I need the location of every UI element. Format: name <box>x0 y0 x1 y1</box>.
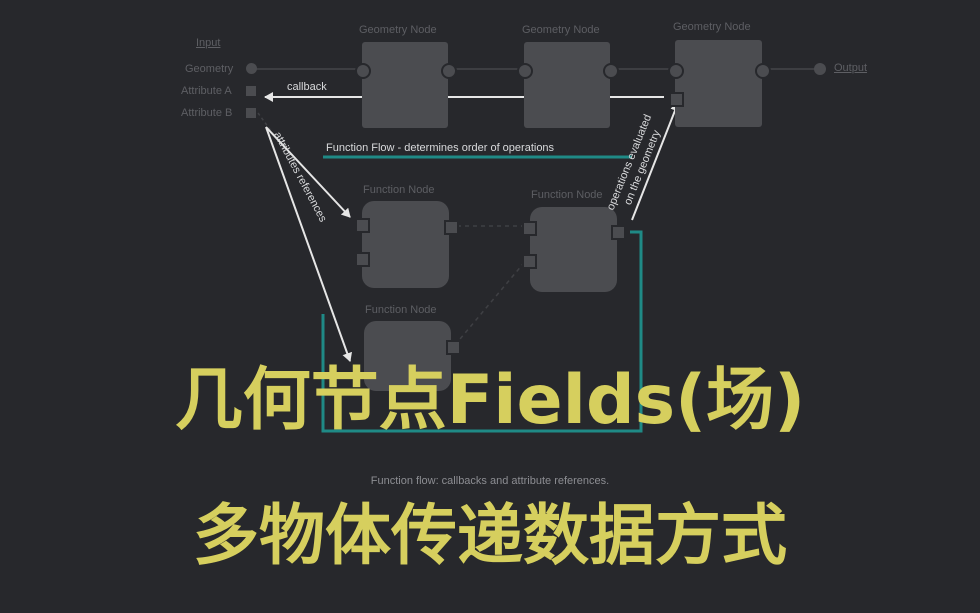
function-node-1-output[interactable] <box>444 220 459 235</box>
attr-ref-arrow-2 <box>265 126 353 362</box>
geometry-node-2[interactable] <box>524 42 610 128</box>
dash-fn3-fn2 <box>454 257 529 346</box>
overlay-title-line-1: 几何节点Fields(场) <box>174 361 806 440</box>
function-flow-loop <box>321 230 643 433</box>
geometry-node-3-output-socket[interactable] <box>755 63 771 79</box>
geometry-node-1-output-socket[interactable] <box>441 63 457 79</box>
function-node-2[interactable] <box>530 207 617 292</box>
function-node-2-input-a[interactable] <box>522 221 537 236</box>
function-node-1[interactable] <box>362 201 449 288</box>
output-title: Output <box>834 62 868 74</box>
callback-label: callback <box>287 81 327 93</box>
geometry-node-3-title: Geometry Node <box>673 21 751 33</box>
figure-caption: Function flow: callbacks and attribute r… <box>370 475 610 487</box>
function-node-2-title: Function Node <box>531 189 603 201</box>
geometry-node-2-input-socket[interactable] <box>517 63 533 79</box>
geometry-node-3-field-socket[interactable] <box>669 92 684 107</box>
attr-ref-arrow-1 <box>265 126 351 218</box>
geometry-node-3[interactable] <box>675 40 762 127</box>
output-socket[interactable] <box>814 63 826 75</box>
input-geometry-socket[interactable] <box>246 63 257 74</box>
function-node-1-input-b[interactable] <box>355 252 370 267</box>
geometry-node-1[interactable] <box>362 42 448 128</box>
input-attribute-a-socket[interactable] <box>246 86 256 96</box>
function-node-2-output[interactable] <box>611 225 626 240</box>
input-attribute-a-label: Attribute A <box>181 85 232 97</box>
function-node-3-output[interactable] <box>446 340 461 355</box>
input-geometry-label: Geometry <box>185 63 234 75</box>
input-attribute-b-socket[interactable] <box>246 108 256 118</box>
geometry-node-1-title: Geometry Node <box>359 24 437 36</box>
geometry-node-3-input-socket[interactable] <box>668 63 684 79</box>
geometry-node-2-output-socket[interactable] <box>603 63 619 79</box>
input-title: Input <box>196 37 221 49</box>
input-attribute-b-label: Attribute B <box>181 107 233 119</box>
function-flow-label: Function Flow - determines order of oper… <box>326 142 555 154</box>
overlay-title-line-2: 多物体传递数据方式 <box>193 497 787 574</box>
ops-arrow <box>631 102 680 221</box>
function-node-1-title: Function Node <box>363 184 435 196</box>
function-node-2-input-b[interactable] <box>522 254 537 269</box>
geometry-node-2-title: Geometry Node <box>522 24 600 36</box>
function-node-3-title: Function Node <box>365 304 437 316</box>
function-node-3[interactable] <box>364 321 451 391</box>
geometry-node-1-input-socket[interactable] <box>355 63 371 79</box>
function-node-1-input-a[interactable] <box>355 218 370 233</box>
